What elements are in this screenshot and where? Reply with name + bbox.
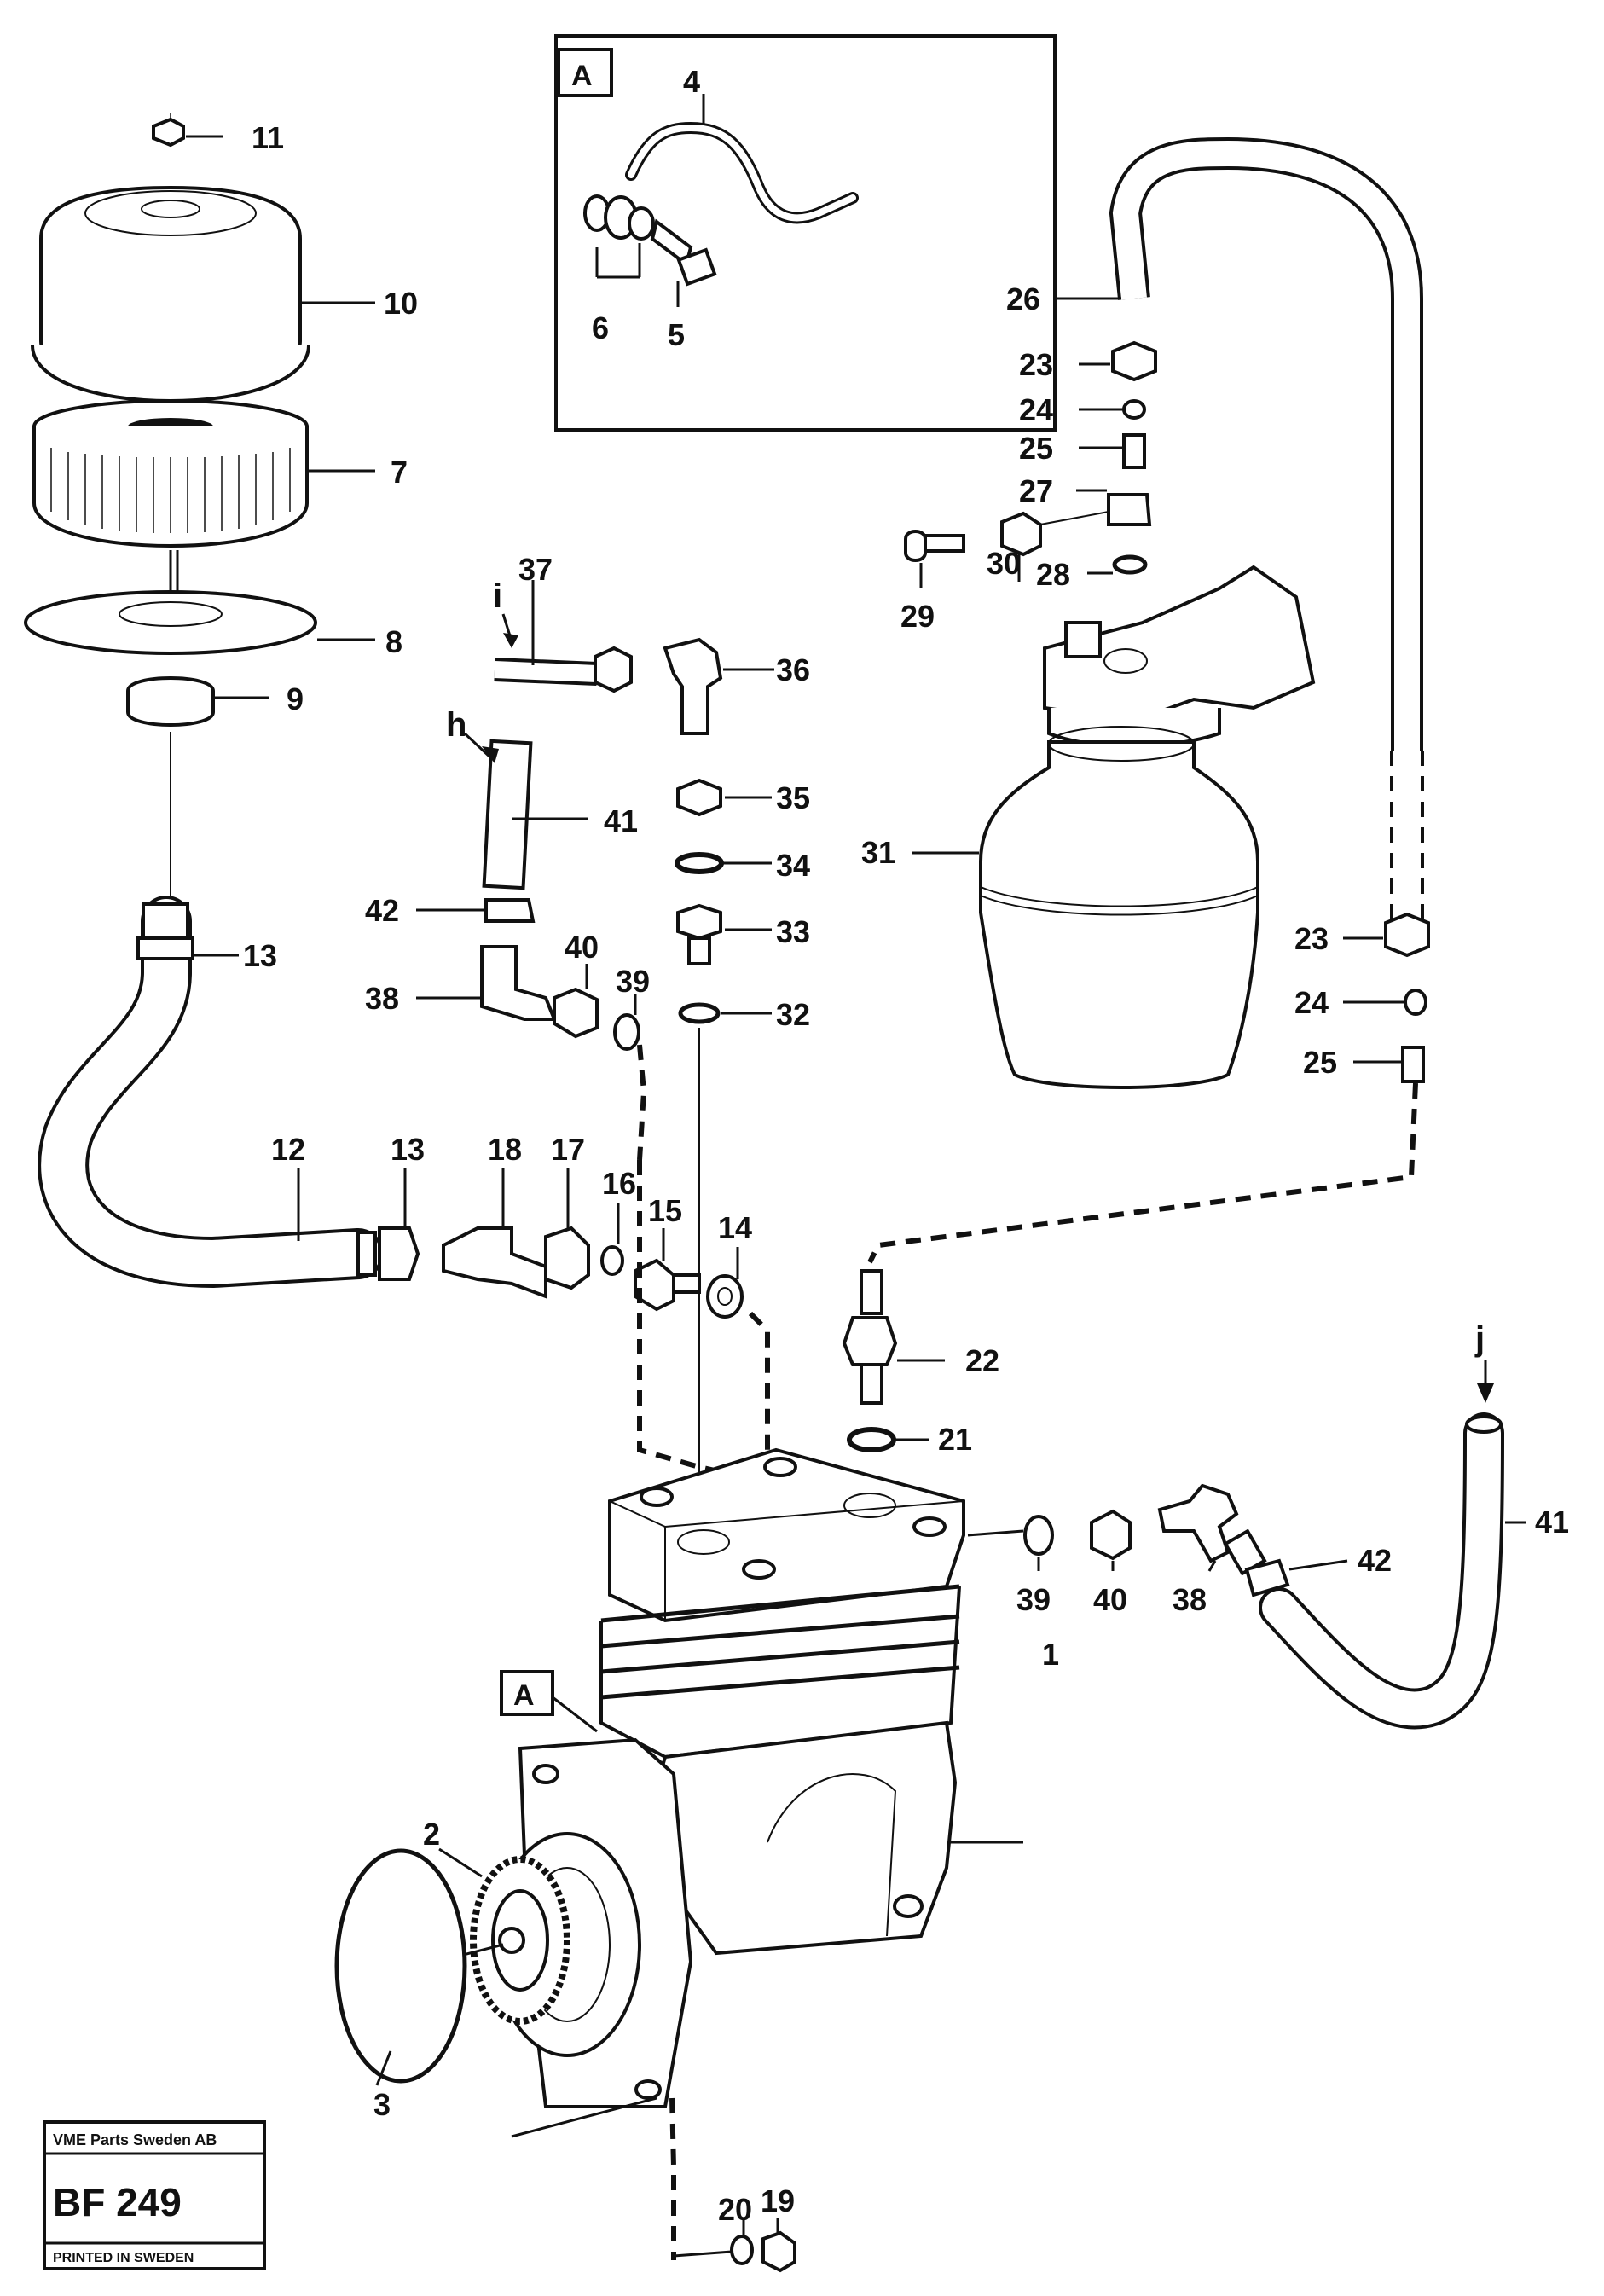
callout-28: 28 bbox=[1036, 557, 1070, 592]
inlet-marker-j: j bbox=[1474, 1320, 1485, 1358]
callout-42-lower: 42 bbox=[1358, 1543, 1392, 1578]
callout-4: 4 bbox=[683, 64, 700, 99]
callout-40-upper: 40 bbox=[565, 930, 599, 965]
callout-27: 27 bbox=[1019, 473, 1053, 508]
callout-25-upper: 25 bbox=[1019, 431, 1053, 466]
callout-37: 37 bbox=[518, 552, 553, 587]
bolt-washer-19-20 bbox=[673, 2218, 796, 2273]
callout-15: 15 bbox=[648, 1193, 682, 1228]
callout-31: 31 bbox=[861, 835, 895, 870]
callout-29: 29 bbox=[900, 599, 935, 634]
callout-24-upper: 24 bbox=[1019, 392, 1053, 427]
compressor-body: A bbox=[500, 1160, 1024, 2260]
callout-21: 21 bbox=[938, 1422, 972, 1457]
callout-39-upper: 39 bbox=[616, 964, 650, 999]
callout-42-upper: 42 bbox=[365, 893, 399, 928]
callout-3: 3 bbox=[373, 2087, 391, 2122]
callout-26: 26 bbox=[1006, 281, 1040, 316]
detail-a-inset: A bbox=[554, 34, 1057, 432]
callout-22: 22 bbox=[965, 1343, 999, 1378]
callout-41-upper: 41 bbox=[604, 803, 638, 838]
callout-38-lower: 38 bbox=[1173, 1582, 1207, 1617]
callout-9: 9 bbox=[287, 681, 304, 716]
callout-6: 6 bbox=[592, 310, 609, 345]
callout-32: 32 bbox=[776, 997, 810, 1032]
callout-40-lower: 40 bbox=[1093, 1582, 1127, 1617]
callout-38-upper: 38 bbox=[365, 981, 399, 1016]
stamp-code: BF 249 bbox=[53, 2180, 182, 2224]
stamp-company: VME Parts Sweden AB bbox=[53, 2131, 217, 2148]
hose-12 bbox=[38, 896, 420, 1289]
callout-18: 18 bbox=[488, 1132, 522, 1167]
callout-11: 11 bbox=[252, 120, 284, 155]
callout-13-lower: 13 bbox=[391, 1132, 425, 1167]
callout-labels: 1 2 3 4 5 6 7 8 9 10 11 12 13 13 14 15 1… bbox=[243, 64, 1569, 2227]
callout-10: 10 bbox=[384, 286, 418, 321]
fittings-row bbox=[442, 1168, 744, 1319]
callout-30: 30 bbox=[987, 546, 1021, 581]
callout-7: 7 bbox=[391, 455, 408, 490]
callout-14: 14 bbox=[718, 1210, 752, 1245]
separator-assembly bbox=[867, 136, 1430, 1264]
callout-33: 33 bbox=[776, 914, 810, 949]
hose-41-upper bbox=[416, 732, 647, 1161]
air-filter-assembly bbox=[24, 113, 375, 900]
parts-stamp: VME Parts Sweden AB BF 249 PRINTED IN SW… bbox=[43, 2120, 266, 2270]
connector-22 bbox=[842, 1269, 945, 1452]
compressor-a-letter: A bbox=[513, 1679, 535, 1712]
detail-a-letter: A bbox=[571, 60, 593, 92]
callout-35: 35 bbox=[776, 780, 810, 815]
callout-13-upper: 13 bbox=[243, 938, 277, 973]
drive-gear bbox=[334, 1832, 641, 2086]
callout-39-lower: 39 bbox=[1016, 1582, 1051, 1617]
callout-23-lower: 23 bbox=[1294, 921, 1329, 956]
inlet-marker-i: i bbox=[493, 577, 502, 615]
callout-20: 20 bbox=[718, 2192, 752, 2227]
callout-8: 8 bbox=[385, 624, 402, 659]
callout-12: 12 bbox=[271, 1132, 305, 1167]
callout-2: 2 bbox=[423, 1817, 440, 1852]
stamp-footer: PRINTED IN SWEDEN bbox=[53, 2251, 194, 2265]
callout-1: 1 bbox=[1042, 1637, 1059, 1672]
delivery-line-stack bbox=[494, 580, 774, 1501]
callout-23-upper: 23 bbox=[1019, 347, 1053, 382]
callout-24-lower: 24 bbox=[1294, 985, 1329, 1020]
callout-25-lower: 25 bbox=[1303, 1045, 1337, 1080]
callout-19: 19 bbox=[761, 2183, 795, 2218]
callout-41-lower: 41 bbox=[1535, 1505, 1569, 1539]
callout-36: 36 bbox=[776, 652, 810, 687]
callout-5: 5 bbox=[668, 317, 685, 352]
callout-34: 34 bbox=[776, 848, 810, 883]
callout-16: 16 bbox=[602, 1166, 636, 1201]
inlet-marker-h: h bbox=[446, 706, 466, 744]
lower-right-line bbox=[1023, 1360, 1526, 1730]
callout-17: 17 bbox=[551, 1132, 585, 1167]
